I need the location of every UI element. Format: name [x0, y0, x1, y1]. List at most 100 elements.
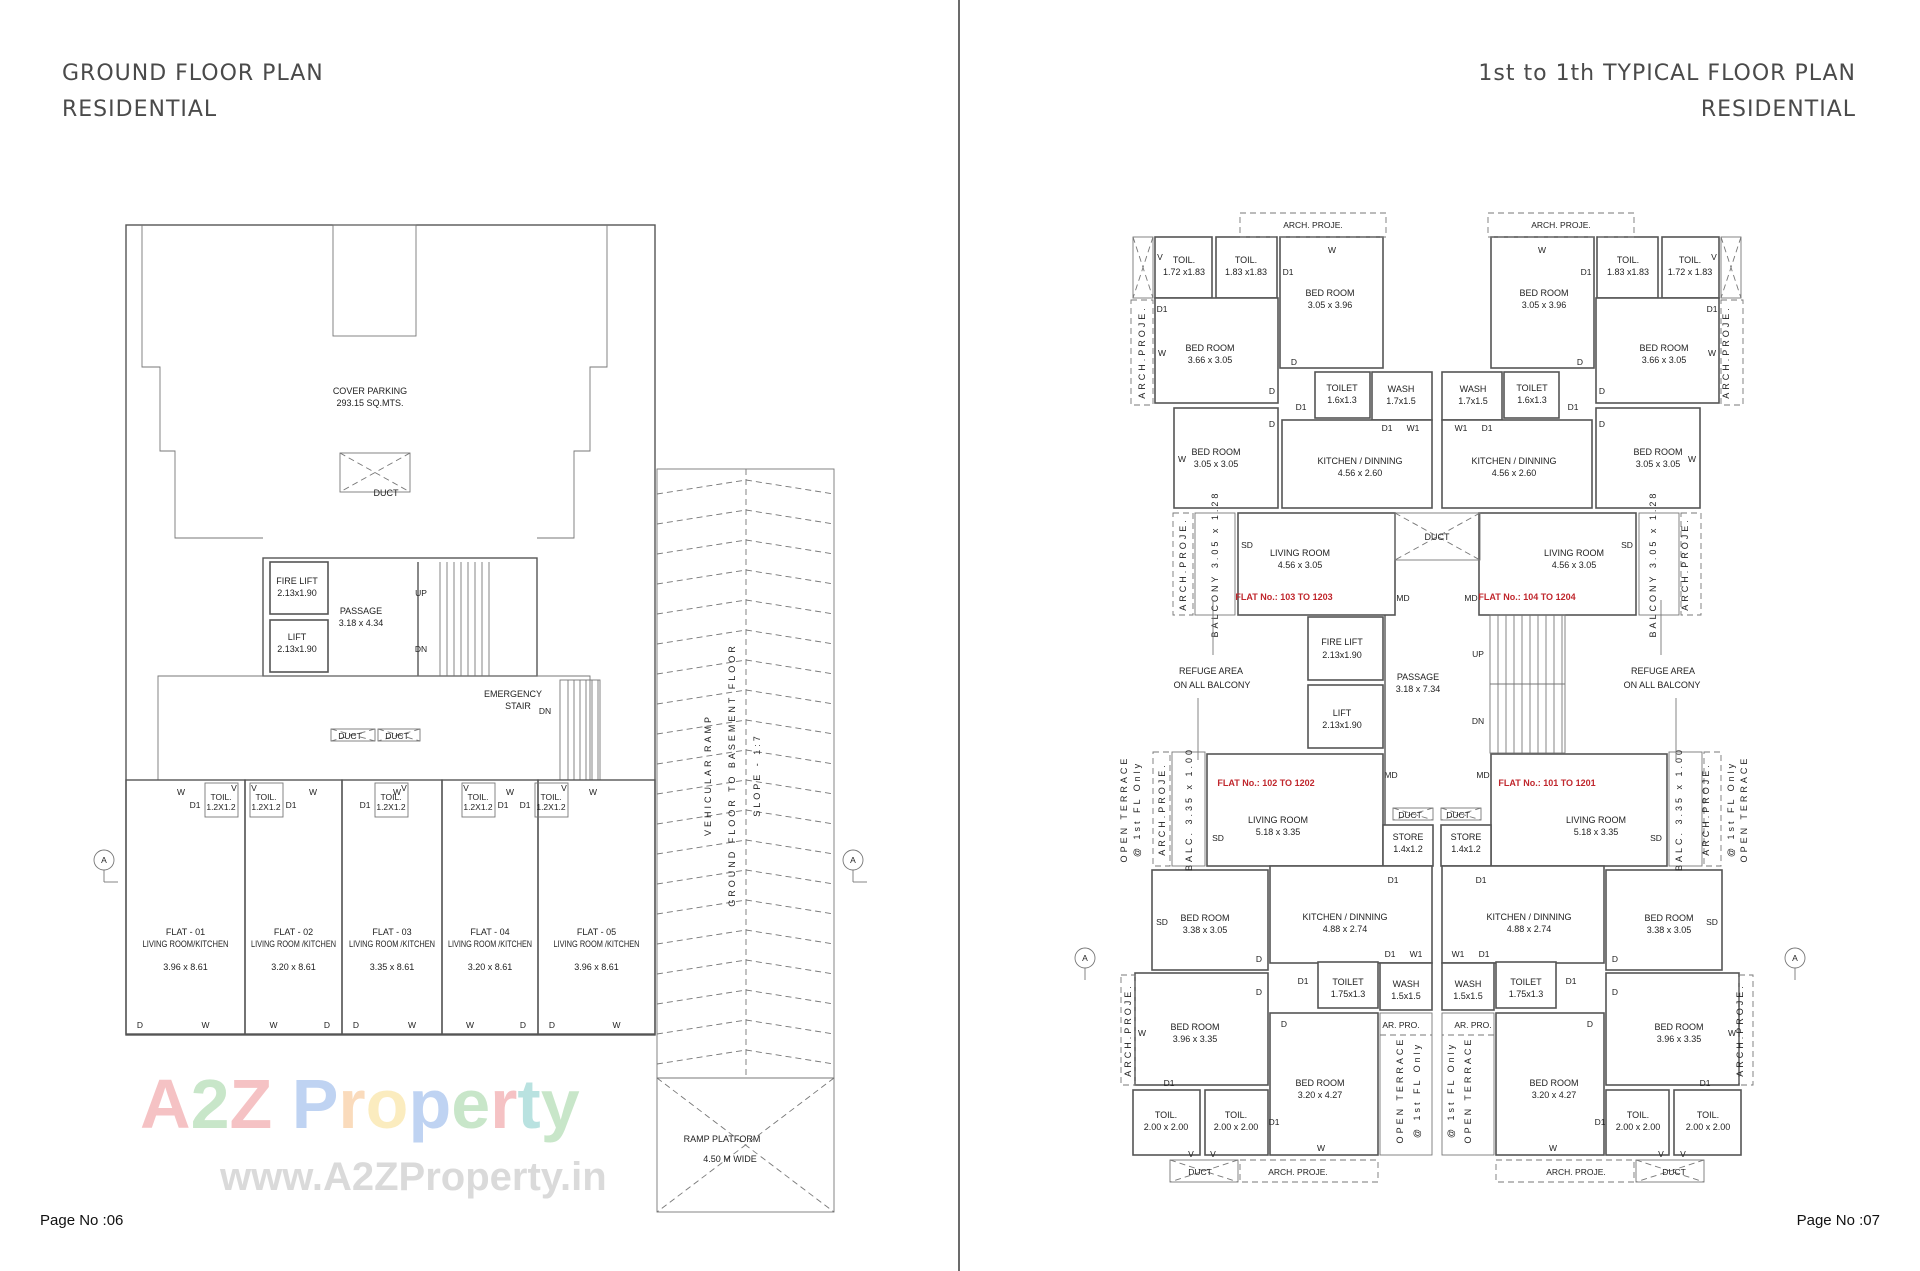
ramp-chevron: [745, 749, 835, 765]
watermark-logo: A2Z Property: [140, 1065, 580, 1143]
door-window-mark: D1: [1296, 402, 1307, 412]
door-window-mark: V: [1680, 1149, 1686, 1159]
room-size: 4.56 x 3.05: [1552, 560, 1597, 570]
duct-label: DUCT: [1446, 810, 1470, 820]
ramp-chevron: [656, 629, 747, 645]
door-window-mark: D: [1291, 357, 1297, 367]
stair-dn-label: DN: [1472, 716, 1484, 726]
fire-lift-size: 2.13x1.90: [277, 588, 317, 598]
fire-lift-label: FIRE LIFT: [276, 576, 318, 586]
ramp-chevron: [745, 659, 835, 675]
stair-dn-label: DN: [539, 706, 551, 716]
fire-lift: [1307, 616, 1384, 681]
room: [1478, 512, 1637, 616]
arch-projection-label: ARCH.PROJE.: [1137, 305, 1147, 399]
room-size: 1.75x1.3: [1509, 989, 1544, 999]
arch-projection-label: ARCH. PROJE.: [1531, 220, 1591, 230]
toilet-label: TOIL.: [540, 792, 561, 802]
page-divider: [958, 0, 960, 1271]
room-name: LIVING ROOM: [1566, 815, 1626, 825]
door-window-mark: D: [1599, 386, 1605, 396]
flat-number: FLAT No.: 104 TO 1204: [1478, 592, 1575, 602]
duct: [1720, 236, 1742, 299]
flat-unit: [341, 779, 443, 1035]
typical-floor-title: 1st to 1th TYPICAL FLOOR PLAN RESIDENTIA…: [1478, 56, 1856, 128]
flat-name: FLAT - 04: [470, 927, 509, 937]
duct-label: DUCT: [1188, 1167, 1212, 1177]
room: [1132, 1089, 1201, 1156]
room: [1279, 236, 1384, 369]
ramp-chevron: [656, 599, 747, 615]
title-line-1: GROUND FLOOR PLAN: [62, 61, 324, 86]
ramp-slope: SLOPE - 1:7: [752, 733, 762, 817]
open-terrace-label: @ 1st FL Only: [1132, 761, 1142, 857]
door-window-mark: SD: [1156, 917, 1168, 927]
room: [1151, 869, 1269, 971]
title-line-1: 1st to 1th TYPICAL FLOOR PLAN: [1478, 61, 1856, 86]
stair-dn-label: DN: [415, 644, 427, 654]
stair-up-label: UP: [1472, 649, 1484, 659]
room: [1206, 753, 1384, 867]
ventilator-mark: V: [251, 783, 257, 793]
door-mark: D: [137, 1020, 143, 1030]
door-window-mark: MD: [1384, 770, 1397, 780]
room-name: BED ROOM: [1633, 447, 1682, 457]
parking-boundary: [537, 225, 608, 539]
flat-unit: [441, 779, 539, 1035]
door-window-mark: V: [1210, 1149, 1216, 1159]
emergency-stair-label: EMERGENCY: [484, 689, 542, 699]
room: [1317, 961, 1379, 1009]
room-size: 3.20 x 4.27: [1532, 1090, 1577, 1100]
open-terrace-label: OPEN TERRACE: [1739, 756, 1749, 863]
ramp-chevron: [745, 719, 835, 735]
arch-projection-label: ARCH.PROJE.: [1735, 983, 1745, 1077]
flat-size: 3.35 x 8.61: [370, 962, 415, 972]
room-name: TOILET: [1516, 383, 1548, 393]
arch-projection: [1172, 512, 1194, 616]
room: [1237, 512, 1396, 616]
door-window-mark: D1: [1157, 304, 1168, 314]
watermark-letter: p: [408, 1065, 451, 1143]
balcony: [1171, 751, 1206, 867]
arch-projection-label: ARCH. PROJE.: [1268, 1167, 1328, 1177]
toilet-size: 1.2X1.2: [376, 802, 406, 812]
arch-projection-label: ARCH. PROJE.: [1283, 220, 1343, 230]
room-size: 2.00 x 2.00: [1214, 1122, 1259, 1132]
room: [1661, 236, 1720, 299]
ramp-chevron: [745, 509, 835, 525]
toilet-label: TOIL.: [380, 792, 401, 802]
section-marker-label: A: [101, 855, 107, 865]
ramp-chevron: [656, 989, 747, 1005]
room-name: STORE: [1451, 832, 1482, 842]
room-name: TOIL.: [1155, 1110, 1177, 1120]
room: [1154, 236, 1213, 299]
fire-lift-size: 2.13x1.90: [1322, 650, 1362, 660]
door-window-mark: W: [1158, 348, 1166, 358]
room: [1314, 371, 1371, 419]
room-size: 1.4x1.2: [1393, 844, 1423, 854]
door-window-mark: W: [1317, 1143, 1325, 1153]
duct-label: DUCT: [1425, 532, 1450, 542]
door-window-mark: W: [1728, 1028, 1736, 1038]
window-mark: W: [201, 1020, 209, 1030]
open-terrace-label: OPEN TERRACE: [1119, 756, 1129, 863]
flat-name: FLAT - 02: [274, 927, 313, 937]
lift: [269, 619, 329, 673]
door-mark: D1: [498, 800, 509, 810]
room-size: 1.4x1.2: [1451, 844, 1481, 854]
room-size: 1.5x1.5: [1453, 991, 1483, 1001]
room-name: BED ROOM: [1305, 288, 1354, 298]
ramp-chevron: [745, 869, 835, 885]
flat-room-type: LIVING ROOM /KITCHEN: [251, 939, 336, 949]
ramp-chevron: [745, 479, 835, 495]
flat-number: FLAT No.: 101 TO 1201: [1498, 778, 1595, 788]
door-window-mark: MD: [1396, 593, 1409, 603]
room-name: WASH: [1393, 979, 1420, 989]
flat-name: FLAT - 03: [372, 927, 411, 937]
arch-projection-label: ARCH.PROJE.: [1721, 305, 1731, 399]
toilet: [461, 782, 496, 818]
door-window-mark: W: [1549, 1143, 1557, 1153]
ar-pro-label: AR. PRO.: [1382, 1020, 1419, 1030]
ramp-chevron: [745, 599, 835, 615]
